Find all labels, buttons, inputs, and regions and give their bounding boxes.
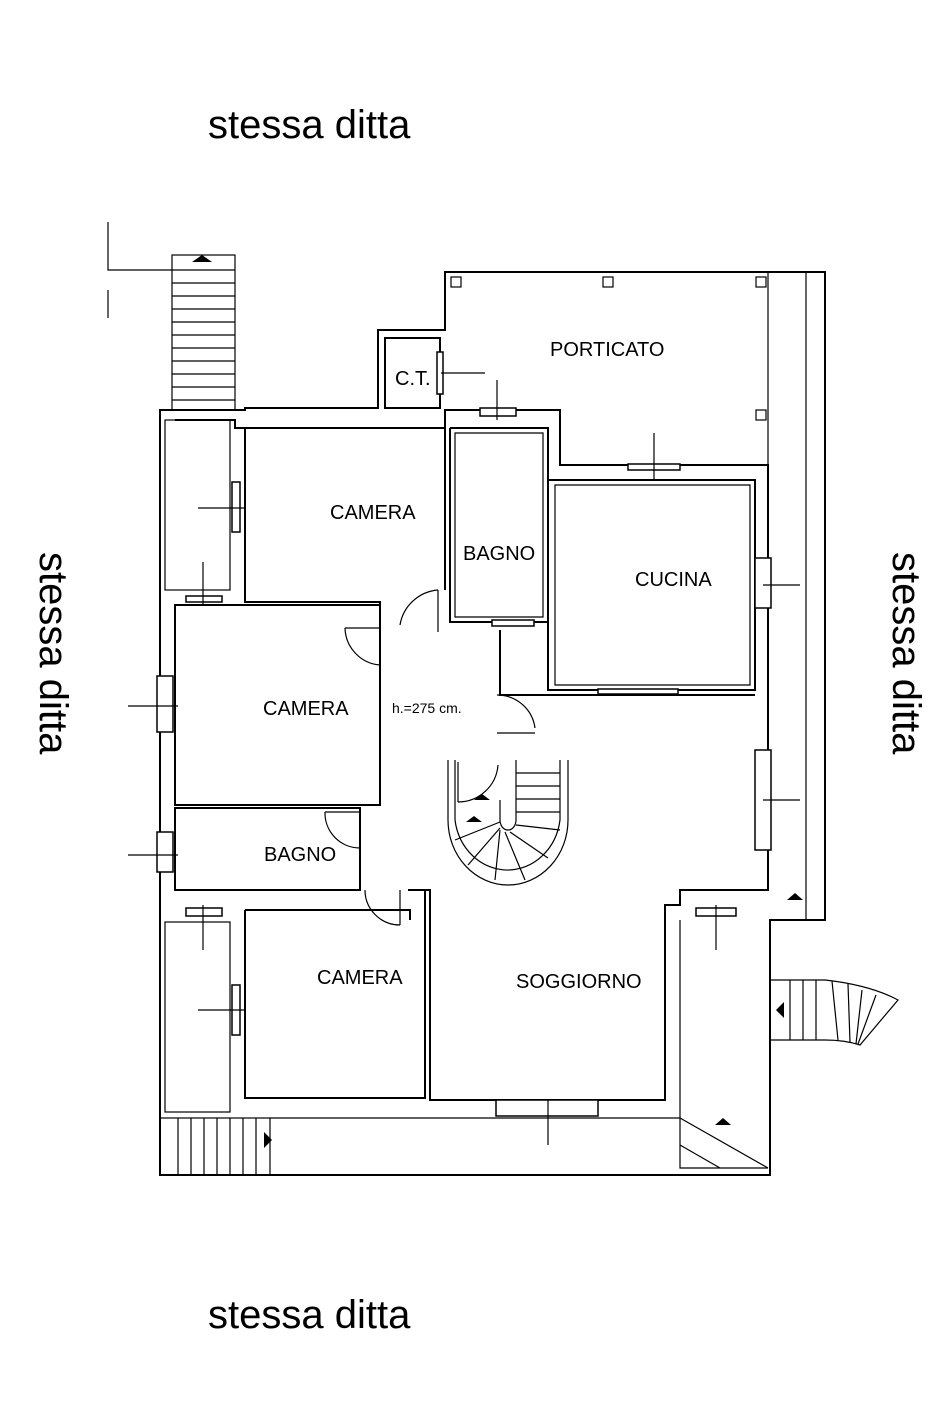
arrow-icon: [715, 1118, 731, 1125]
room-label-soggiorno: SOGGIORNO: [516, 971, 642, 993]
stair-right-curved: [769, 979, 899, 1046]
neighbor-label-right: stessa ditta: [884, 552, 928, 755]
room-label-camera-3: CAMERA: [317, 967, 403, 989]
room-label-cucina: CUCINA: [635, 569, 712, 591]
window-axis-marks: [128, 372, 800, 1145]
arrow-icon: [787, 893, 803, 900]
doors: [324, 589, 536, 926]
room-label-ct: C.T.: [395, 368, 431, 390]
exterior-walls: [107, 222, 826, 1176]
stair-bottom-left: [159, 1117, 272, 1176]
neighbor-label-bottom: stessa ditta: [208, 1293, 411, 1337]
room-label-bagno-2: BAGNO: [264, 844, 336, 866]
windows: [156, 351, 772, 1117]
stair-top-left: [171, 254, 236, 411]
room-label-bagno-1: BAGNO: [463, 543, 535, 565]
room-label-camera-2: CAMERA: [263, 698, 349, 720]
interior-walls: [164, 419, 769, 1169]
spiral-stair: [447, 760, 569, 886]
neighbor-label-left: stessa ditta: [31, 552, 75, 755]
ceiling-height-note: h.=275 cm.: [392, 700, 462, 716]
room-label-camera-1: CAMERA: [330, 502, 416, 524]
room-label-porticato: PORTICATO: [550, 339, 664, 361]
neighbor-label-top: stessa ditta: [208, 103, 411, 147]
